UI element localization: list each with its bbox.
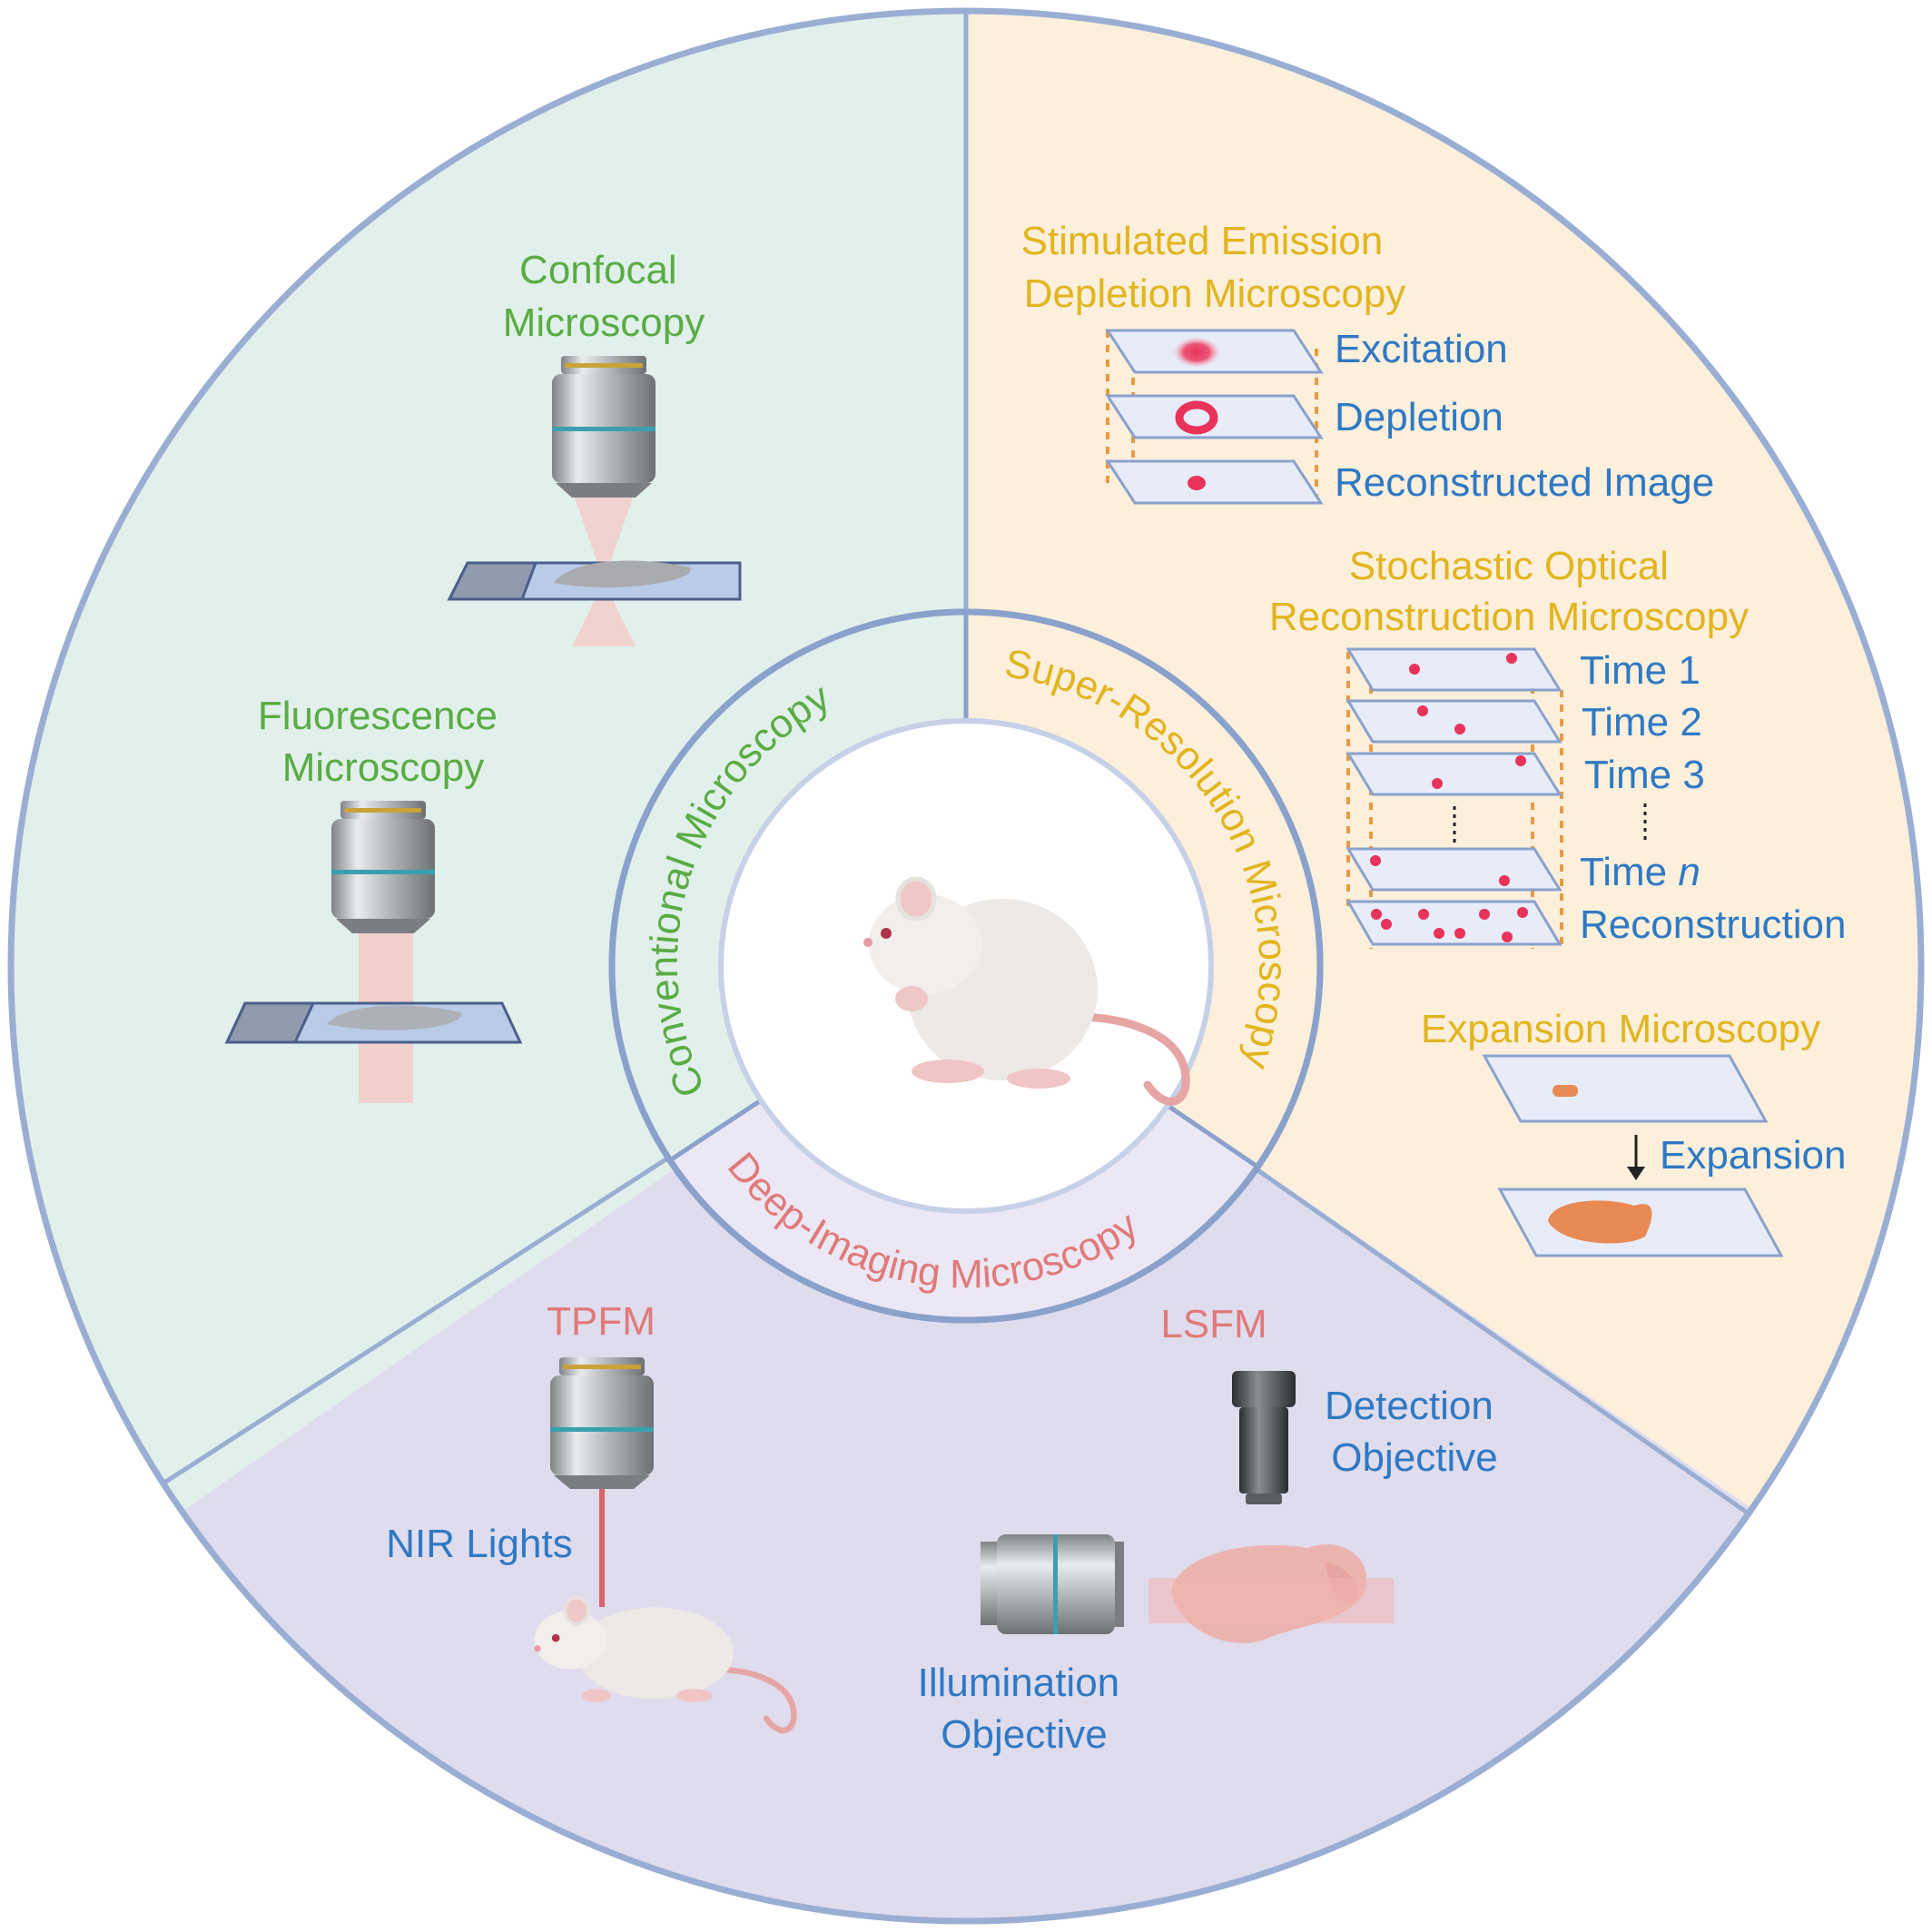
svg-text:Time 1: Time 1: [1580, 648, 1700, 693]
conventional-sector: [11, 11, 966, 1543]
svg-text:Reconstruction: Reconstruction: [1580, 902, 1846, 947]
fluorescence-title: Fluorescence Microscopy: [258, 694, 508, 790]
expansion-diagram: [1482, 1054, 1784, 1257]
expansion-label: Expansion: [1660, 1133, 1846, 1178]
nir-lights-label: NIR Lights: [386, 1522, 572, 1566]
sted-depletion-label: Depletion: [1335, 395, 1503, 439]
storm-labels: Time 1 Time 2 Time 3 Time n Reconstructi…: [1580, 648, 1846, 947]
illumination-objective-label: Illumination Objective: [918, 1661, 1131, 1757]
svg-text:Excitation Depletion R: Excitation Depletion Reconstructed Image: [1335, 327, 1714, 505]
sted-reconstructed-layer: [1105, 459, 1324, 505]
glass-slide-icon: [447, 560, 742, 601]
storm-title: Stochastic Optical Reconstruction Micros…: [1269, 544, 1749, 639]
brain-icon: [1148, 1544, 1394, 1643]
detection-objective-icon: [1232, 1371, 1296, 1504]
svg-text:Time n: Time n: [1580, 850, 1700, 894]
sted-layer-stack: [1105, 329, 1324, 505]
mouse-icon: [863, 876, 1190, 1106]
storm-layer-stack: [1346, 647, 1563, 949]
sted-excitation-label: Excitation: [1335, 327, 1508, 371]
svg-text:Time 2: Time 2: [1582, 700, 1702, 744]
deep-imaging-sector: [11, 966, 1921, 1921]
sted-reconstructed-label: Reconstructed Image: [1335, 460, 1714, 505]
glass-slide-icon: [224, 1001, 523, 1044]
confocal-title: Confocal Microscopy: [503, 248, 705, 345]
mouse-icon: [534, 1595, 797, 1734]
fluorescence-objective-icon: [331, 801, 435, 1103]
outer-ring: [7, 7, 1925, 1925]
expansion-title: Expansion Microscopy: [1421, 1007, 1820, 1051]
sted-title: Stimulated Emission Depletion Microscopy: [1021, 219, 1406, 316]
svg-text:Time 3: Time 3: [1584, 753, 1705, 797]
detection-objective-label: Detection Objective: [1325, 1384, 1504, 1480]
illumination-objective-icon: [981, 1534, 1124, 1634]
tpfm-objective-icon: [550, 1357, 654, 1607]
tpfm-title: TPFM: [547, 1299, 656, 1344]
lsfm-title: LSFM: [1160, 1302, 1267, 1346]
